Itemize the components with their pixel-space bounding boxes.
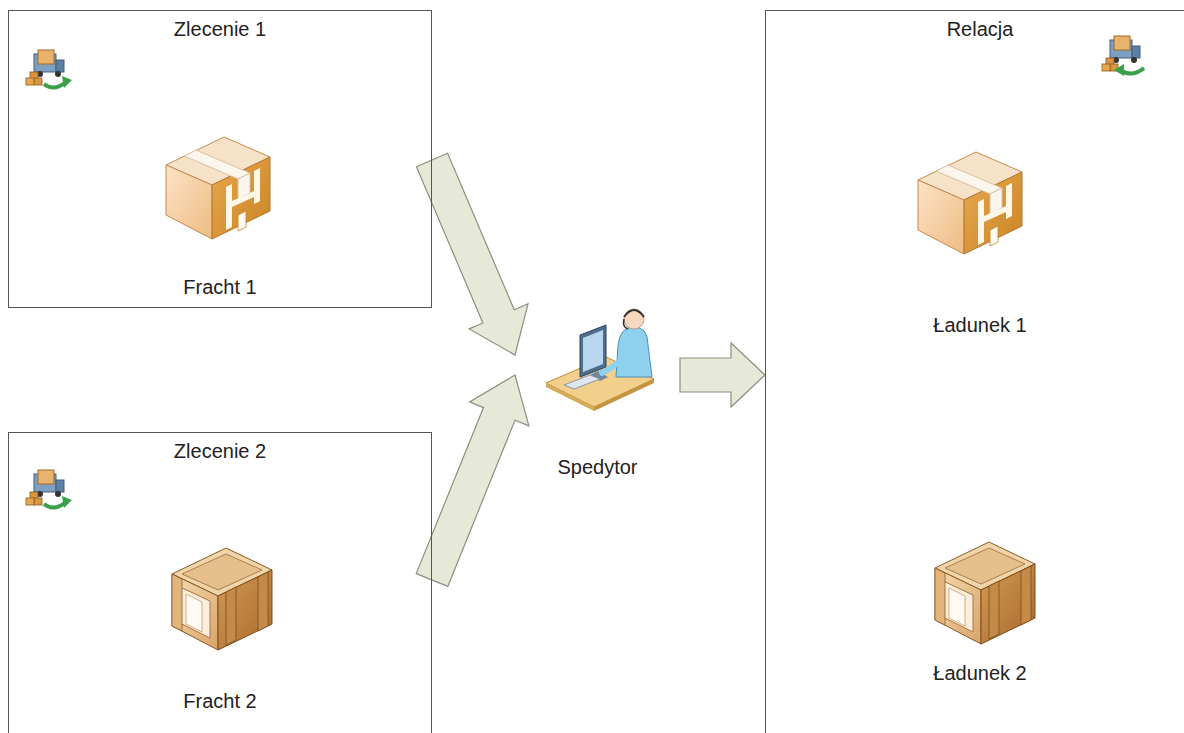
item-label: Fracht 2 [9,689,431,713]
item-label: Ładunek 2 [766,661,1184,685]
block-arrow [416,153,528,355]
truck-icon [26,50,72,88]
actor-node: Spedytor [515,312,680,482]
cardboard-box [166,137,270,239]
wooden-crate [172,548,272,650]
item-label: Ładunek 1 [766,313,1184,337]
wooden-crate [935,542,1035,644]
dispatcher-icon [546,309,654,411]
cardboard-box [918,152,1022,254]
box-title: Zlecenie 2 [9,439,431,463]
group-box: RelacjaŁadunek 1 Ładunek 2 [765,10,1184,733]
box-title: Relacja [766,17,1184,41]
truck-icon [26,470,72,508]
group-box: Zlecenie 2 Fracht 2 [8,432,432,733]
group-box: Zlecenie 1 Fracht 1 [8,10,432,308]
block-arrow [416,375,529,586]
block-arrow [680,343,765,407]
truck-icon [1102,36,1144,76]
item-label: Fracht 1 [9,275,431,299]
box-title: Zlecenie 1 [9,17,431,41]
item-label: Spedytor [515,455,680,479]
